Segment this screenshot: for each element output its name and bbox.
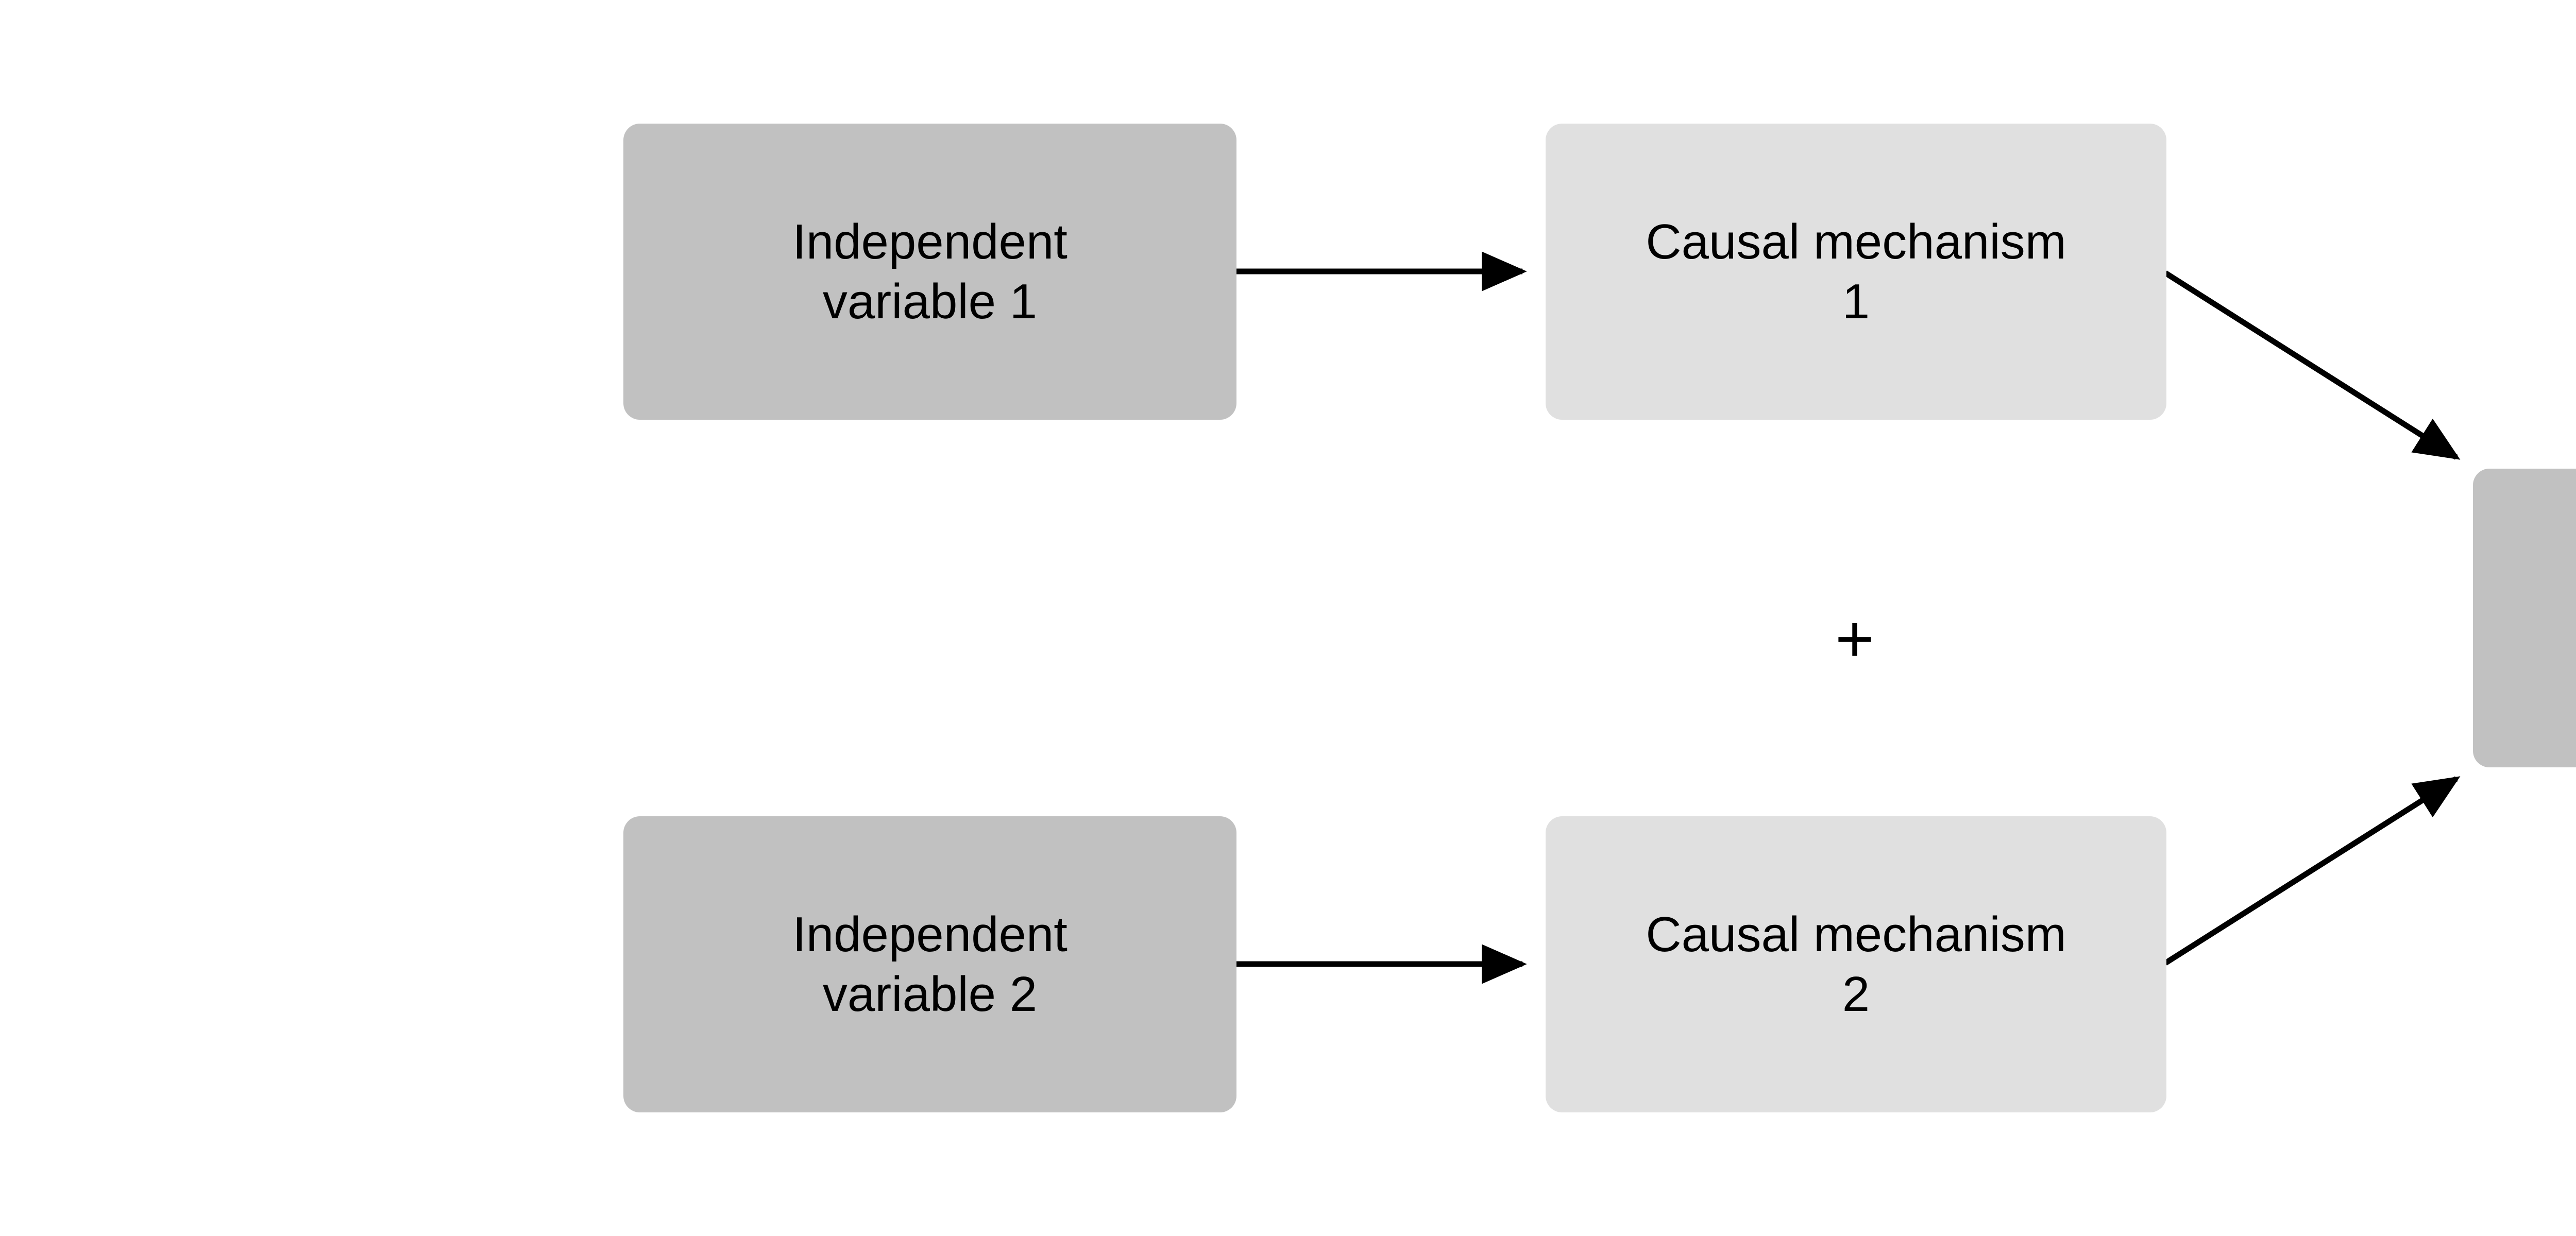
plus-operator: + [1835, 601, 1874, 676]
node-causal-mechanism-2: Causal mechanism 2 [1546, 816, 2166, 1112]
edge-cm1-to-dv [2164, 270, 2461, 460]
node-label-line2: 2 [1842, 966, 1870, 1022]
node-label-line2: 1 [1842, 273, 1870, 329]
node-independent-variable-2: Independent variable 2 [623, 816, 1236, 1112]
edge-cm2-to-dv [2164, 776, 2461, 966]
node-label-line1: Causal mechanism [1646, 906, 2066, 962]
node-dependent-variable: Dependent variable [2473, 469, 2576, 767]
node-label-line2: variable 2 [822, 966, 1038, 1022]
node-causal-mechanism-1: Causal mechanism 1 [1546, 124, 2166, 420]
node-label-line2: variable 1 [822, 273, 1038, 329]
node-label-line1: Independent [792, 906, 1067, 962]
node-label-line1: Independent [792, 214, 1067, 269]
node-label-line1: Causal mechanism [1646, 214, 2066, 269]
node-independent-variable-1: Independent variable 1 [623, 124, 1236, 420]
